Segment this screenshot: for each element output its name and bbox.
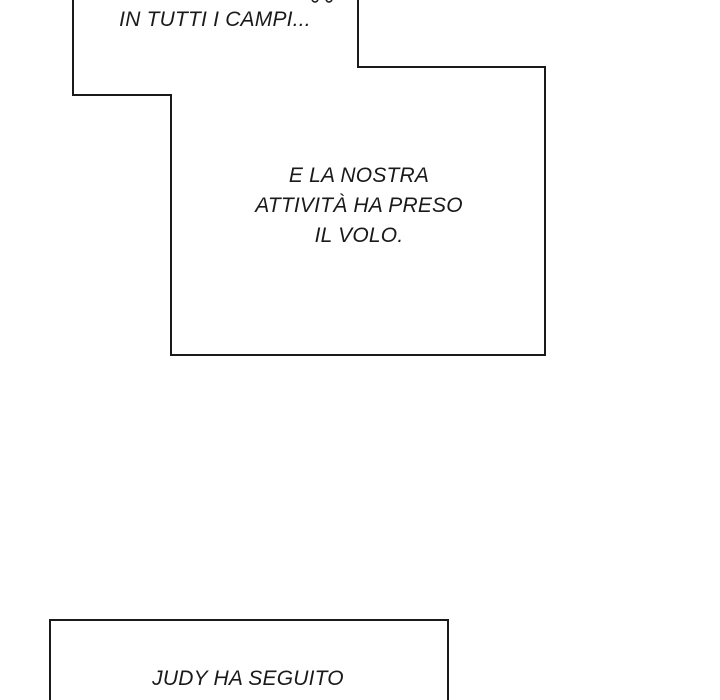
caption-middle: E LA NOSTRA ATTIVITÀ HA PRESO IL VOLO. (209, 161, 509, 251)
caption-middle-line-2: ATTIVITÀ HA PRESO (255, 194, 463, 217)
caption-box-lower (49, 619, 449, 700)
caption-middle-line-1: E LA NOSTRA (288, 164, 430, 187)
caption-bottom: JUDY HA SEGUITO (118, 664, 378, 694)
caption-top: IN TUTTI I CAMPI... (100, 5, 330, 35)
caption-top-line-1: IN TUTTI I CAMPI... (119, 8, 311, 31)
caption-box-upper (72, 0, 546, 356)
cut-off-glyph (311, 0, 333, 3)
caption-middle-line-3: IL VOLO. (314, 224, 404, 247)
caption-bottom-line-1: JUDY HA SEGUITO (152, 667, 344, 690)
